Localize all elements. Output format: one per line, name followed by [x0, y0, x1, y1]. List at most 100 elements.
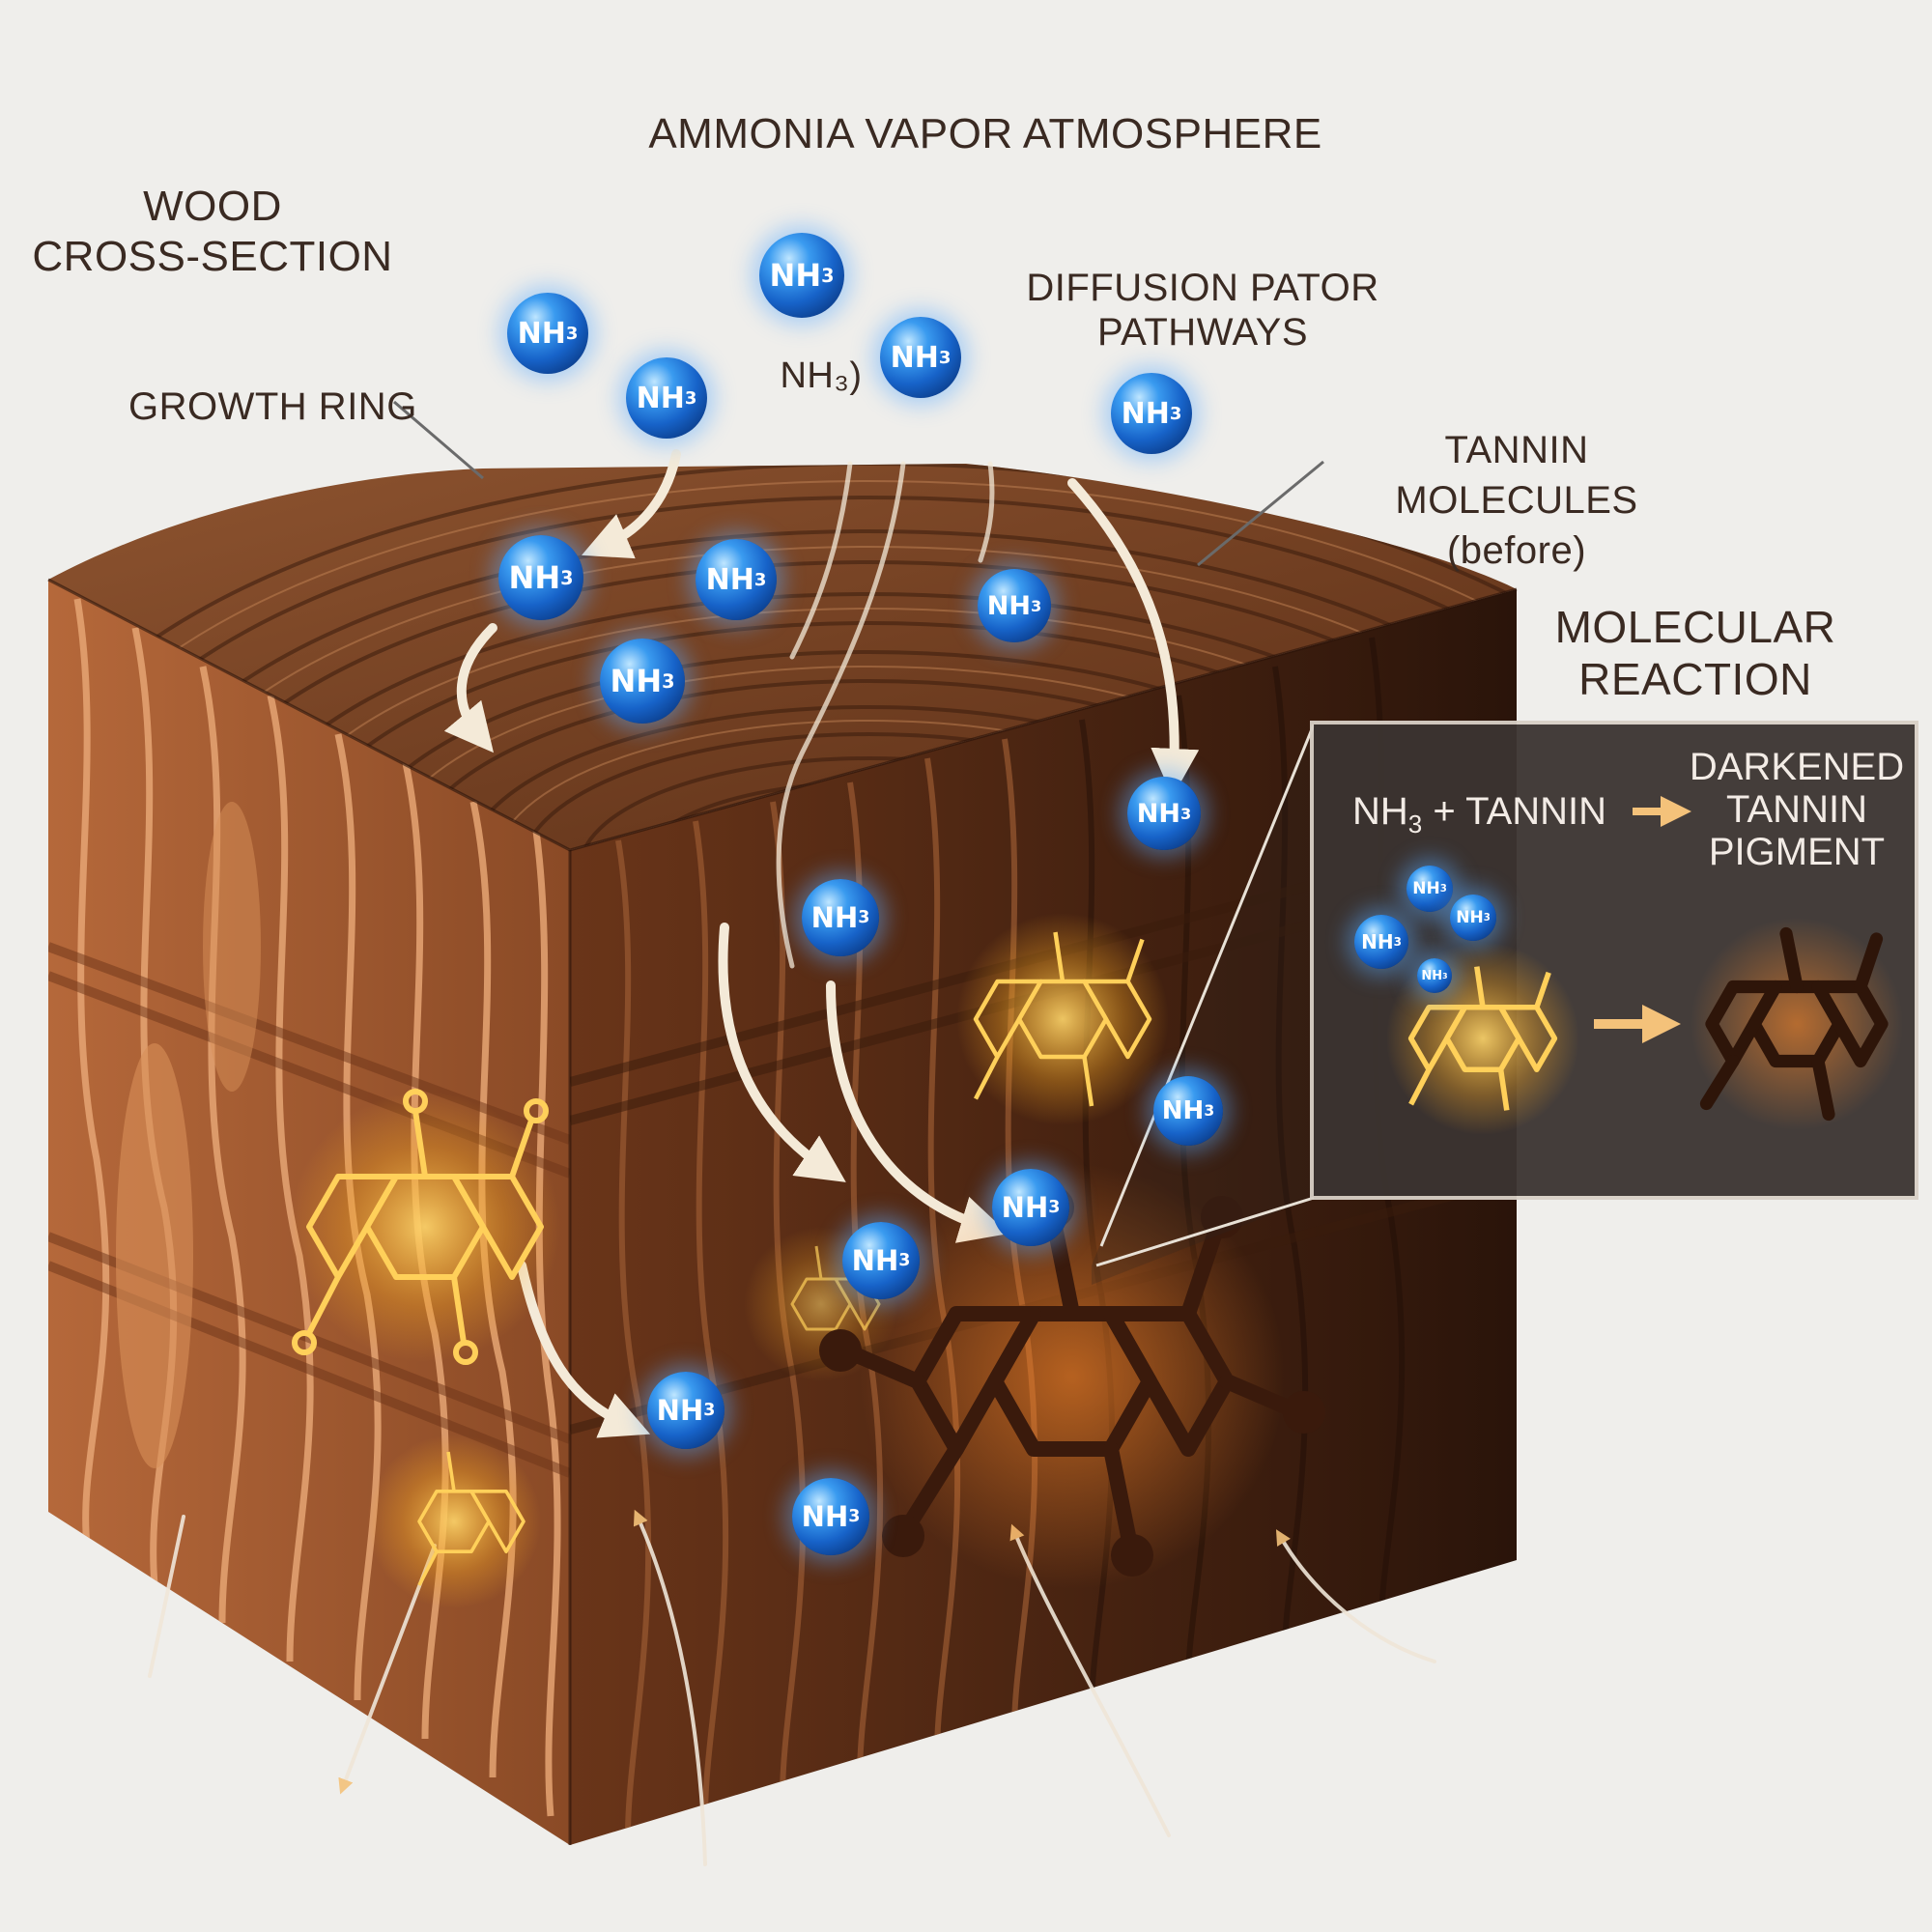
tannin-label-line2: (before) — [1446, 529, 1587, 572]
tannin-molecule — [417, 1451, 526, 1586]
molecule-subscript: 3 — [560, 566, 574, 589]
equation-rest: + TANNIN — [1422, 790, 1607, 833]
molecule-subscript: 3 — [1393, 935, 1402, 949]
molecule-subscript: 3 — [858, 908, 870, 927]
diffusion-label-line2: PATHWAYS — [1096, 311, 1309, 354]
molecule-subscript: 3 — [1204, 1102, 1215, 1120]
molecule-subscript: 3 — [1030, 596, 1042, 615]
inset-tannin-molecule — [1407, 966, 1558, 1111]
molecule-subscript: 3 — [1048, 1198, 1061, 1217]
molecule-formula: NH — [1001, 1191, 1049, 1224]
equation-sub: 3 — [1407, 810, 1423, 838]
molecule-formula: NH — [1456, 908, 1484, 927]
molecule-subscript: 3 — [565, 323, 579, 344]
tannin-molecules — [292, 931, 1152, 1586]
molecule-formula: NH — [1361, 930, 1394, 953]
molecule-formula: NH — [1136, 798, 1180, 829]
molecule-formula: NH — [508, 559, 561, 596]
reaction-label-line2: REACTION — [1578, 654, 1812, 704]
molecule-subscript: 3 — [703, 1401, 716, 1420]
result-line2: TANNIN — [1726, 788, 1867, 831]
molecule-formula: NH — [890, 340, 939, 375]
molecule-formula: NH — [705, 562, 754, 597]
vessel — [203, 802, 261, 1092]
inset-dark-molecule — [1699, 926, 1889, 1122]
stray-nh3-label: NH₃) — [780, 355, 863, 396]
tannin-leader — [1197, 460, 1324, 567]
growth-rings — [48, 464, 1517, 850]
wood-cross-section-label: WOOD CROSS-SECTION — [19, 182, 406, 282]
molecule-subscript: 3 — [684, 387, 697, 409]
molecule-formula: NH — [801, 1500, 849, 1533]
molecule-formula: NH — [1412, 879, 1440, 898]
tannin-molecule-glow — [290, 913, 1169, 1608]
leader-lines — [393, 400, 1324, 567]
wood-label-line1: WOOD — [143, 183, 282, 230]
molecule-subscript: 3 — [1179, 804, 1192, 823]
molecule-formula: NH — [610, 663, 663, 699]
tannin-molecules-label: TANNIN MOLECULES (before) — [1323, 425, 1710, 576]
result-line1: DARKENED — [1689, 746, 1905, 788]
molecule-formula: NH — [636, 381, 685, 415]
molecule-formula: NH — [1421, 968, 1443, 983]
darkened-pigment-molecule — [819, 1164, 1325, 1589]
molecule-formula: NH — [986, 590, 1031, 621]
molecule-subscript: 3 — [848, 1507, 861, 1526]
tannin-label-line1: TANNIN MOLECULES — [1395, 429, 1638, 522]
molecular-reaction-label: MOLECULAR REACTION — [1526, 601, 1864, 705]
reaction-inset — [1092, 721, 1918, 1285]
molecule-subscript: 3 — [753, 569, 767, 590]
molecule-subscript: 3 — [1442, 971, 1448, 980]
darkened-tannin-pigment-label: DARKENED TANNIN PIGMENT — [1681, 746, 1913, 873]
diffusion-arrow — [443, 623, 497, 753]
tannin-molecule — [973, 931, 1152, 1107]
growth-ring-label: GROWTH RING — [128, 385, 417, 428]
molecule-formula: NH — [1121, 396, 1170, 431]
reaction-label-line1: MOLECULAR — [1554, 602, 1836, 652]
equation-base: NH — [1352, 790, 1408, 833]
molecule-subscript: 3 — [1169, 403, 1182, 424]
reaction-equation: NH3 + TANNIN — [1352, 790, 1642, 845]
diffusion-arrow — [718, 923, 846, 1182]
molecule-subscript: 3 — [1483, 912, 1491, 923]
molecule-subscript: 3 — [662, 669, 675, 693]
molecule-formula: NH — [1161, 1096, 1205, 1125]
diagram-title: AMMONIA VAPOR ATMOSPHERE — [648, 110, 1322, 157]
tannin-molecule — [292, 1089, 549, 1365]
molecule-formula: NH — [769, 257, 822, 294]
molecule-subscript: 3 — [938, 347, 952, 368]
molecule-formula: NH — [851, 1244, 899, 1277]
diffusion-arrow — [1067, 478, 1200, 797]
diffusion-label-line1: DIFFUSION PATOR — [1026, 267, 1379, 309]
result-line3: PIGMENT — [1708, 831, 1886, 873]
wood-label-line2: CROSS-SECTION — [32, 233, 393, 280]
growth-ring-leader — [393, 400, 484, 480]
molecule-subscript: 3 — [821, 264, 835, 287]
molecule-formula: NH — [656, 1394, 704, 1427]
vessel — [116, 1043, 193, 1468]
molecule-formula: NH — [517, 316, 566, 351]
molecule-subscript: 3 — [1439, 883, 1447, 895]
molecule-formula: NH — [810, 901, 859, 934]
